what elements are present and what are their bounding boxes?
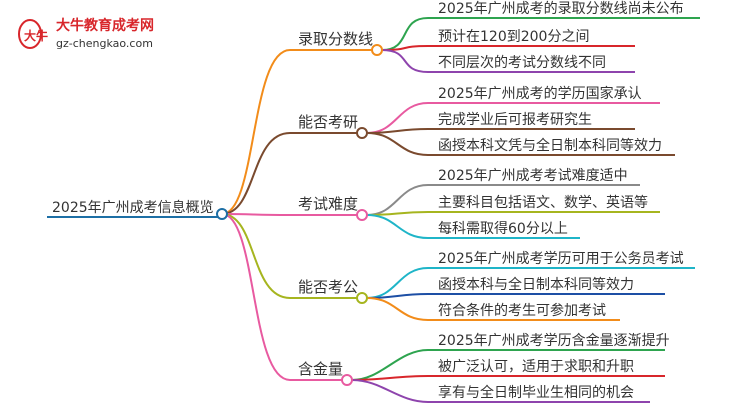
branch-connector <box>221 213 291 381</box>
branch-label: 能否考公 <box>298 278 358 296</box>
branch-node[interactable]: 能否考公 <box>298 278 368 304</box>
root-connector-dot <box>216 208 228 220</box>
leaf-label[interactable]: 2025年广州成考考试难度适中 <box>438 168 628 184</box>
connector-lines <box>221 17 700 403</box>
leaf-label[interactable]: 函授本科文凭与全日制本科同等效力 <box>438 137 662 154</box>
leaf-connector <box>381 49 429 73</box>
branch-node[interactable]: 录取分数线 <box>298 30 383 56</box>
branch-connector <box>221 213 291 299</box>
leaf-label[interactable]: 被广泛认可，适用于求职和升职 <box>438 359 634 375</box>
leaf-connector <box>351 379 429 403</box>
branch-node[interactable]: 考试难度 <box>298 195 368 221</box>
branch-connector <box>221 213 291 216</box>
branch-label: 能否考研 <box>298 113 358 131</box>
logo-url: gz-chengkao.com <box>56 37 153 50</box>
leaf-connector <box>381 45 429 51</box>
root-label: 2025年广州成考信息概览 <box>52 199 214 216</box>
leaf-label[interactable]: 符合条件的考生可参加考试 <box>438 302 606 319</box>
leaf-label[interactable]: 预计在120到200分之间 <box>438 29 589 45</box>
leaf-label[interactable]: 完成学业后可报考研究生 <box>438 112 592 128</box>
root-node[interactable]: 2025年广州成考信息概览 <box>47 199 228 220</box>
site-logo: 大牛 大牛教育成考网 gz-chengkao.com <box>18 17 154 50</box>
branch-connector-dot <box>356 209 368 221</box>
branch-node[interactable]: 能否考研 <box>298 113 368 139</box>
branch-connector <box>221 132 291 215</box>
leaf-label[interactable]: 每科需取得60分以上 <box>438 220 568 237</box>
leaf-connector <box>366 132 429 156</box>
leaf-label[interactable]: 2025年广州成考学历可用于公务员考试 <box>438 251 684 267</box>
leaf-label[interactable]: 享有与全日制毕业生相同的机会 <box>438 384 634 401</box>
branch-connector-dot <box>341 374 353 386</box>
leaf-label[interactable]: 2025年广州成考的录取分数线尚未公布 <box>438 1 684 17</box>
branch-connector-dot <box>371 44 383 56</box>
logo-emblem-text: 大牛 <box>24 28 48 43</box>
leaf-label[interactable]: 函授本科与全日制本科同等效力 <box>438 276 634 293</box>
leaf-label[interactable]: 2025年广州成考学历含金量逐渐提升 <box>438 333 670 349</box>
leaf-connector <box>366 184 429 216</box>
leaf-label[interactable]: 不同层次的考试分数线不同 <box>438 55 606 71</box>
leaf-label[interactable]: 主要科目包括语文、数学、英语等 <box>438 194 648 211</box>
mindmap-nodes: 2025年广州成考信息概览 2025年广州成考的录取分数线尚未公布预计在120到… <box>47 1 684 401</box>
logo-title: 大牛教育成考网 <box>56 17 154 34</box>
leaf-label[interactable]: 2025年广州成考的学历国家承认 <box>438 85 642 102</box>
branch-label: 考试难度 <box>298 195 358 213</box>
branch-connector-dot <box>356 127 368 139</box>
branch-label: 含金量 <box>298 360 343 378</box>
leaf-connector <box>366 214 429 239</box>
branch-connector-dot <box>356 292 368 304</box>
branch-connector <box>221 49 291 215</box>
branch-node[interactable]: 含金量 <box>298 360 353 386</box>
branch-label: 录取分数线 <box>298 30 373 48</box>
leaf-connector <box>366 297 429 321</box>
bull-logo-icon: 大牛 <box>18 19 48 49</box>
